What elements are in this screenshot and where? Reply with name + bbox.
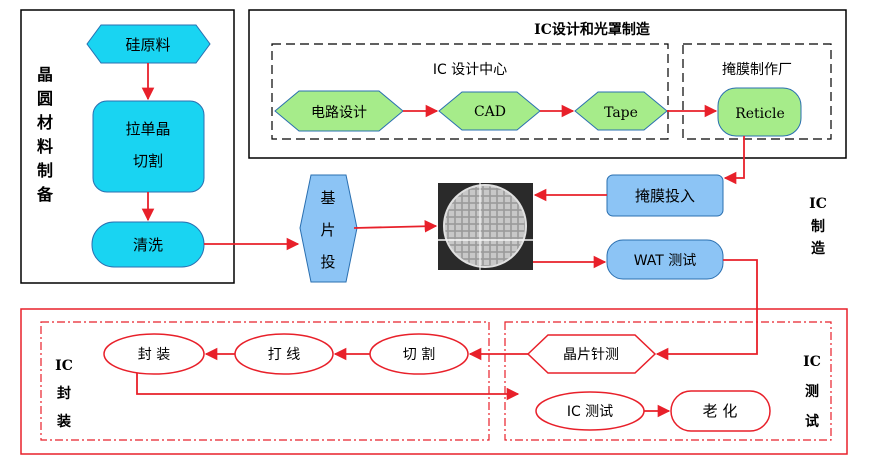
package-box bbox=[40, 321, 490, 441]
wat-test-node[interactable]: WAT 测试 bbox=[606, 239, 724, 280]
svg-text:晶片针测: 晶片针测 bbox=[563, 347, 619, 363]
svg-text:Tape: Tape bbox=[604, 105, 638, 121]
seal-node[interactable]: 封 装 bbox=[103, 333, 205, 375]
ic-test-node[interactable]: IC 测试 bbox=[535, 391, 645, 431]
materials-title: 晶 圆 材 料 制 备 bbox=[36, 65, 54, 204]
arrow-reticle-to-mask bbox=[723, 136, 745, 185]
cad-node[interactable]: CAD bbox=[438, 91, 541, 131]
design-center-box bbox=[271, 43, 669, 140]
crystal-pull-node[interactable]: 拉单晶 切割 bbox=[92, 100, 205, 193]
aging-node[interactable]: 老 化 bbox=[670, 390, 771, 432]
circuit-design-node[interactable]: 电路设计 bbox=[274, 90, 404, 132]
ic-test-label: IC 测 试 bbox=[803, 354, 821, 430]
svg-text:老 化: 老 化 bbox=[703, 402, 738, 420]
tape-node[interactable]: Tape bbox=[574, 91, 668, 131]
svg-text:掩膜投入: 掩膜投入 bbox=[635, 187, 695, 205]
design-title: IC设计和光罩制造 bbox=[534, 21, 650, 38]
svg-text:基: 基 bbox=[320, 189, 335, 207]
clean-node[interactable]: 清洗 bbox=[91, 221, 205, 268]
arrow-seal-to-test bbox=[136, 373, 520, 401]
svg-text:IC: IC bbox=[55, 358, 73, 374]
svg-text:切 割: 切 割 bbox=[403, 346, 435, 363]
svg-text:片: 片 bbox=[320, 221, 335, 239]
svg-text:拉单晶: 拉单晶 bbox=[125, 120, 170, 138]
svg-text:IC 测试: IC 测试 bbox=[567, 404, 613, 420]
svg-text:IC: IC bbox=[809, 196, 827, 212]
wafer-probe-node[interactable]: 晶片针测 bbox=[526, 334, 657, 374]
ic-package-label: IC 封 装 bbox=[55, 358, 73, 430]
mask-input-node[interactable]: 掩膜投入 bbox=[606, 174, 724, 217]
svg-text:Reticle: Reticle bbox=[735, 106, 785, 122]
design-box bbox=[248, 9, 847, 159]
svg-text:制: 制 bbox=[37, 161, 53, 180]
wafer-image bbox=[438, 183, 533, 270]
svg-text:制: 制 bbox=[811, 218, 825, 235]
svg-text:切割: 切割 bbox=[133, 152, 163, 170]
reticle-node[interactable]: Reticle bbox=[717, 87, 802, 137]
svg-text:CAD: CAD bbox=[474, 104, 506, 120]
svg-text:硅原料: 硅原料 bbox=[125, 36, 170, 54]
svg-text:试: 试 bbox=[805, 413, 819, 430]
svg-text:清洗: 清洗 bbox=[133, 236, 163, 254]
svg-text:备: 备 bbox=[36, 185, 54, 204]
svg-text:装: 装 bbox=[56, 413, 72, 430]
mask-factory-title: 掩膜制作厂 bbox=[722, 62, 792, 78]
svg-text:晶: 晶 bbox=[37, 65, 53, 84]
svg-text:IC: IC bbox=[803, 354, 821, 370]
svg-text:测: 测 bbox=[805, 383, 819, 400]
svg-text:封: 封 bbox=[57, 385, 71, 402]
package-test-box bbox=[20, 308, 848, 455]
svg-text:电路设计: 电路设计 bbox=[311, 105, 367, 121]
svg-text:材: 材 bbox=[37, 113, 53, 132]
test-box bbox=[504, 321, 832, 441]
arrow-substrate-to-wafer bbox=[353, 219, 438, 233]
svg-text:打 线: 打 线 bbox=[268, 346, 300, 363]
svg-text:投: 投 bbox=[320, 253, 335, 271]
ic-manufacture-label: IC 制 造 bbox=[809, 196, 827, 257]
arrow-wat-to-probe bbox=[655, 259, 758, 361]
design-center-title: IC 设计中心 bbox=[433, 62, 507, 78]
substrate-input-node[interactable]: 基 片 投 bbox=[299, 174, 358, 283]
svg-text:造: 造 bbox=[811, 240, 825, 257]
svg-text:WAT 测试: WAT 测试 bbox=[634, 253, 697, 269]
dicing-node[interactable]: 切 割 bbox=[369, 333, 469, 375]
materials-box bbox=[20, 9, 235, 284]
mask-factory-box bbox=[682, 43, 832, 140]
wire-bond-node[interactable]: 打 线 bbox=[234, 333, 334, 375]
svg-text:料: 料 bbox=[37, 137, 53, 156]
svg-text:圆: 圆 bbox=[37, 89, 53, 108]
raw-silicon-node[interactable]: 硅原料 bbox=[86, 24, 211, 64]
svg-text:封 装: 封 装 bbox=[138, 347, 170, 363]
